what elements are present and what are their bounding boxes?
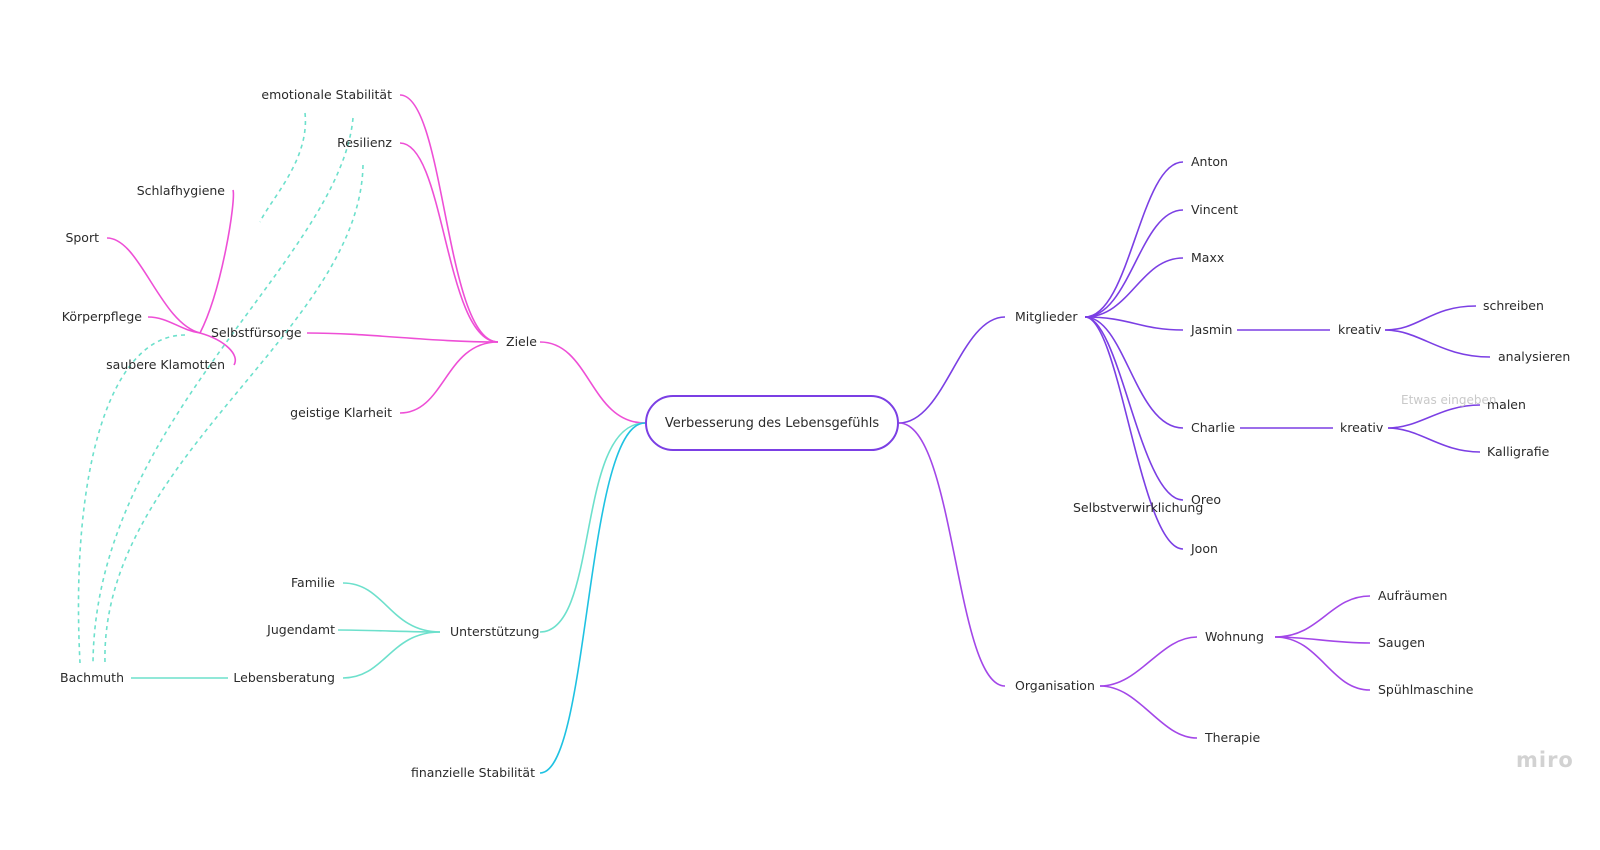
node-text-placeholder[interactable]: Etwas eingeben xyxy=(1401,393,1497,407)
link-selbstfuersorge-schlafhygiene xyxy=(199,189,235,334)
node-resilienz[interactable]: Resilienz xyxy=(337,135,392,150)
link-organisation-therapie xyxy=(1099,685,1198,739)
link-kreativ-kalligrafie xyxy=(1387,427,1481,453)
link-root-finanzielle-stabilitaet xyxy=(539,422,646,774)
link-wohnung-spuehlmaschine xyxy=(1274,636,1371,691)
node-anton[interactable]: Anton xyxy=(1191,154,1228,169)
node-jasmin[interactable]: Jasmin xyxy=(1191,322,1233,337)
node-charlie[interactable]: Charlie xyxy=(1191,420,1236,435)
cross-link-koerperpflege-bachmuth xyxy=(77,334,186,664)
node-geistige-klarheit[interactable]: geistige Klarheit xyxy=(290,405,392,420)
link-root-ziele xyxy=(539,341,646,424)
node-maxx[interactable]: Maxx xyxy=(1191,250,1225,265)
node-lebensberatung[interactable]: Lebensberatung xyxy=(233,670,335,685)
link-mitglieder-oreo xyxy=(1084,316,1184,501)
node-wohnung[interactable]: Wohnung xyxy=(1205,629,1264,644)
node-sport[interactable]: Sport xyxy=(65,230,99,245)
node-kreativ-charlie[interactable]: kreativ xyxy=(1340,420,1384,435)
node-malen[interactable]: malen xyxy=(1487,397,1526,412)
link-unterstuetzung-familie xyxy=(342,582,441,633)
link-wohnung-aufraeumen xyxy=(1274,595,1371,638)
link-root-mitglieder xyxy=(898,316,1006,424)
node-jugendamt[interactable]: Jugendamt xyxy=(267,622,335,637)
node-familie[interactable]: Familie xyxy=(291,575,335,590)
node-aufraeumen[interactable]: Aufräumen xyxy=(1378,588,1448,603)
root-node[interactable]: Verbesserung des Lebensgefühls xyxy=(645,395,899,451)
node-saubere-klamotten[interactable]: saubere Klamotten xyxy=(106,357,225,372)
cross-link-emotionale-stabilitaet xyxy=(259,112,307,223)
node-organisation[interactable]: Organisation xyxy=(1015,678,1095,693)
node-finanzielle-stabilitaet[interactable]: finanzielle Stabilität xyxy=(410,765,535,780)
cross-link-geistige-klarheit-bachmuth xyxy=(104,164,364,664)
node-kreativ-jasmin[interactable]: kreativ xyxy=(1338,322,1382,337)
miro-logo: miro xyxy=(1516,748,1574,772)
node-vincent[interactable]: Vincent xyxy=(1191,202,1239,217)
link-mitglieder-joon xyxy=(1084,316,1184,550)
link-kreativ-analysieren xyxy=(1384,329,1491,358)
node-unterstuetzung[interactable]: Unterstützung xyxy=(450,624,540,639)
link-selbstfuersorge-sport xyxy=(106,237,201,334)
node-schlafhygiene[interactable]: Schlafhygiene xyxy=(136,183,225,198)
link-kreativ-schreiben xyxy=(1384,305,1477,331)
link-ziele-geistige-klarheit xyxy=(399,341,499,414)
link-selbstfuersorge-koerperpflege xyxy=(147,316,201,334)
node-selbstfuersorge[interactable]: Selbstfürsorge xyxy=(211,325,302,340)
link-mitglieder-charlie xyxy=(1084,316,1184,429)
link-ziele-resilienz xyxy=(399,142,499,343)
link-wohnung-saugen xyxy=(1274,636,1371,644)
link-mitglieder-vincent xyxy=(1084,209,1184,318)
link-mitglieder-jasmin xyxy=(1084,316,1184,331)
node-kalligrafie[interactable]: Kalligrafie xyxy=(1487,444,1550,459)
link-mitglieder-anton xyxy=(1084,161,1184,318)
link-selbstfuersorge-saubere-klamotten xyxy=(199,332,237,366)
link-ziele-selbstfuersorge xyxy=(306,332,499,343)
node-oreo[interactable]: Oreo xyxy=(1191,492,1222,507)
root-label: Verbesserung des Lebensgefühls xyxy=(664,415,880,431)
node-koerperpflege[interactable]: Körperpflege xyxy=(61,309,142,324)
node-joon[interactable]: Joon xyxy=(1191,541,1218,556)
link-kreativ-malen xyxy=(1387,404,1481,429)
node-analysieren[interactable]: analysieren xyxy=(1498,349,1571,364)
link-ziele-emotionale-stabilitaet xyxy=(399,94,499,343)
node-schreiben[interactable]: schreiben xyxy=(1483,298,1544,313)
link-root-organisation xyxy=(898,422,1006,687)
node-selbstverwirklichung[interactable]: Selbstverwirklichung xyxy=(1073,500,1204,515)
node-bachmuth[interactable]: Bachmuth xyxy=(60,670,124,685)
node-spuehlmaschine[interactable]: Spühlmaschine xyxy=(1378,682,1474,697)
link-unterstuetzung-lebensberatung xyxy=(342,631,441,679)
link-mitglieder-maxx xyxy=(1084,257,1184,318)
cross-link-resilienz-bachmuth xyxy=(92,117,354,664)
link-organisation-wohnung xyxy=(1099,636,1198,687)
node-emotionale-stabilitaet[interactable]: emotionale Stabilität xyxy=(261,87,392,102)
node-therapie[interactable]: Therapie xyxy=(1205,730,1261,745)
node-mitglieder[interactable]: Mitglieder xyxy=(1015,309,1078,324)
link-root-unterstuetzung xyxy=(539,422,646,633)
node-saugen[interactable]: Saugen xyxy=(1378,635,1426,650)
node-ziele[interactable]: Ziele xyxy=(506,334,537,349)
